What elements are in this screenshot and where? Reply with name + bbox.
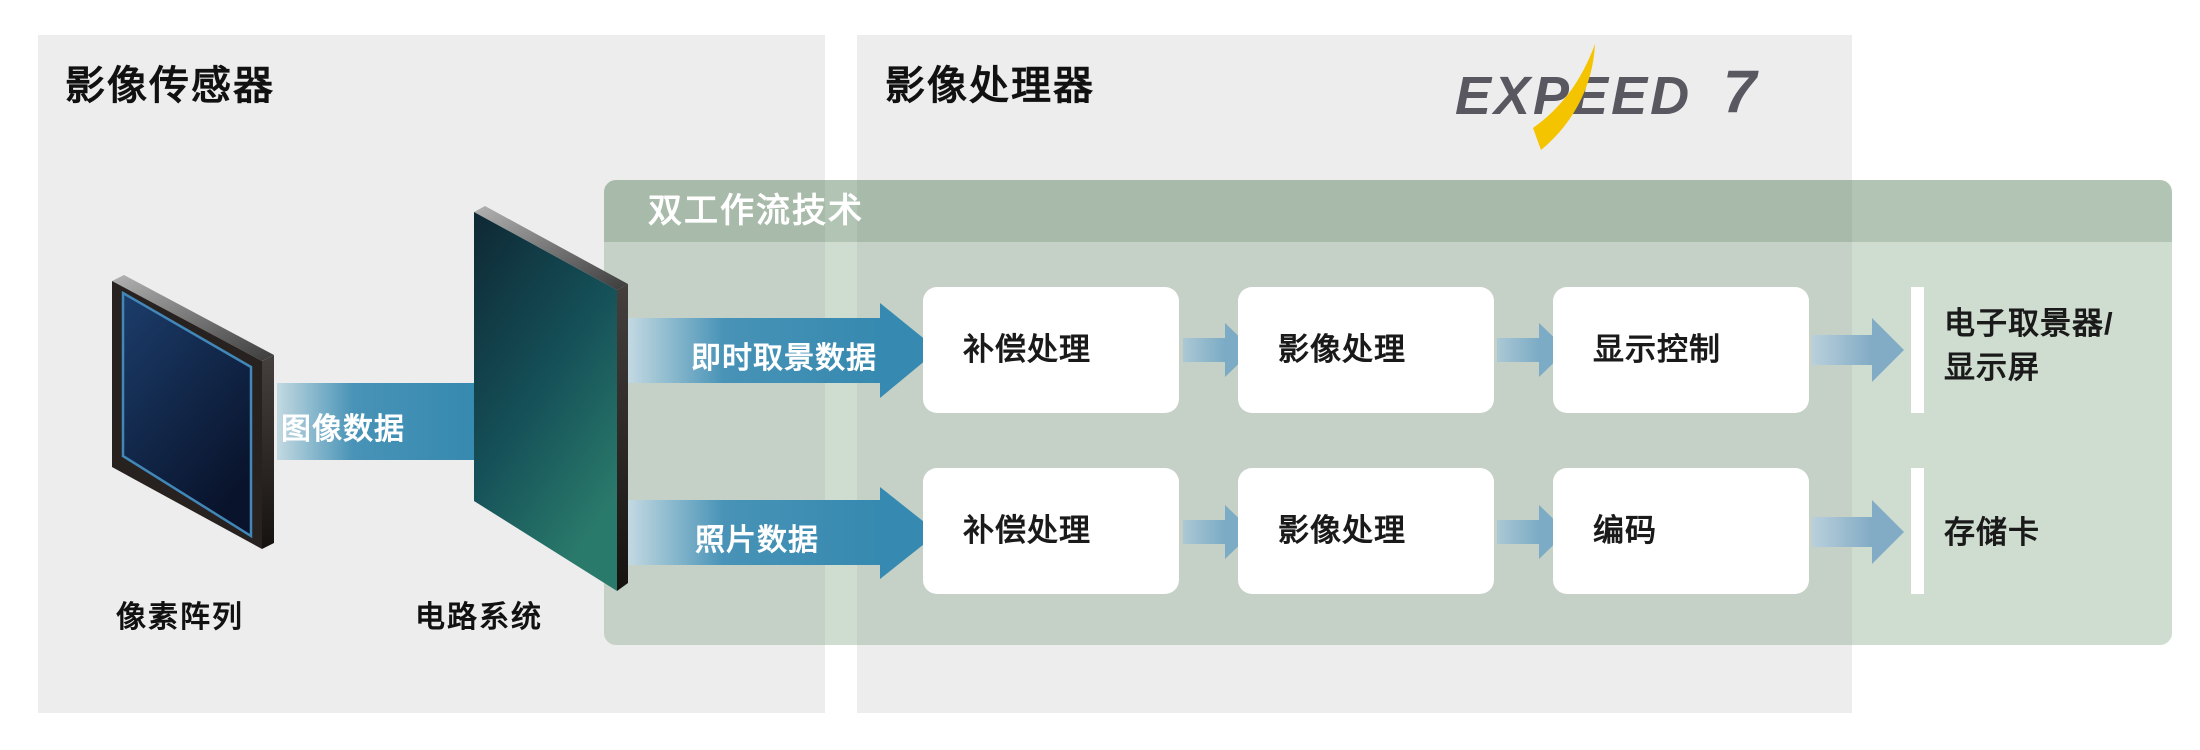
memory-card-label: 存储卡 [1944,515,2040,550]
pixel-array-label: 像素阵列 [116,601,244,634]
step-box-display-control: 显示控制 [1553,287,1809,413]
step-box-image-processing-r1: 影像处理 [1238,287,1494,413]
image-sensor-title: 影像传感器 [65,64,275,108]
photo-data-arrow [628,487,938,579]
step-label: 补偿处理 [963,513,1091,548]
step-label: 显示控制 [1593,332,1721,367]
expeed-logo-number: 7 [1723,58,1757,125]
step-label: 编码 [1593,513,1657,548]
evf-display-label: 电子取景器/ 显示屏 [1944,306,2114,385]
step-box-image-processing-r2: 影像处理 [1238,468,1494,594]
image-data-label: 图像数据 [281,413,405,446]
step-box-correction-r2: 补偿处理 [923,468,1179,594]
image-processor-title: 影像处理器 [885,64,1095,108]
step-label: 补偿处理 [963,332,1091,367]
output-arrow-r1 [1812,318,1904,382]
step-box-correction-r1: 补偿处理 [923,287,1179,413]
step-box-encoding: 编码 [1553,468,1809,594]
live-view-data-arrow [628,303,938,398]
live-view-data-label: 即时取景数据 [691,342,877,375]
expeed-swoosh-icon [1533,44,1595,150]
step-label: 影像处理 [1278,332,1406,367]
step-arrow-r1-1 [1183,323,1253,377]
output-arrow-r2 [1812,500,1904,564]
step-label: 影像处理 [1278,513,1406,548]
circuit-system-graphic [474,206,628,591]
connector-bar-evf [1911,287,1924,413]
circuit-system-label: 电路系统 [415,601,543,634]
expeed-logo: EXPEED 7 [1455,44,1835,150]
photo-data-label: 照片数据 [695,524,819,557]
dual-workflow-header [604,180,2172,242]
dual-workflow-title: 双工作流技术 [648,192,864,230]
connector-bar-card [1911,468,1924,594]
pixel-array-graphic [112,275,274,549]
